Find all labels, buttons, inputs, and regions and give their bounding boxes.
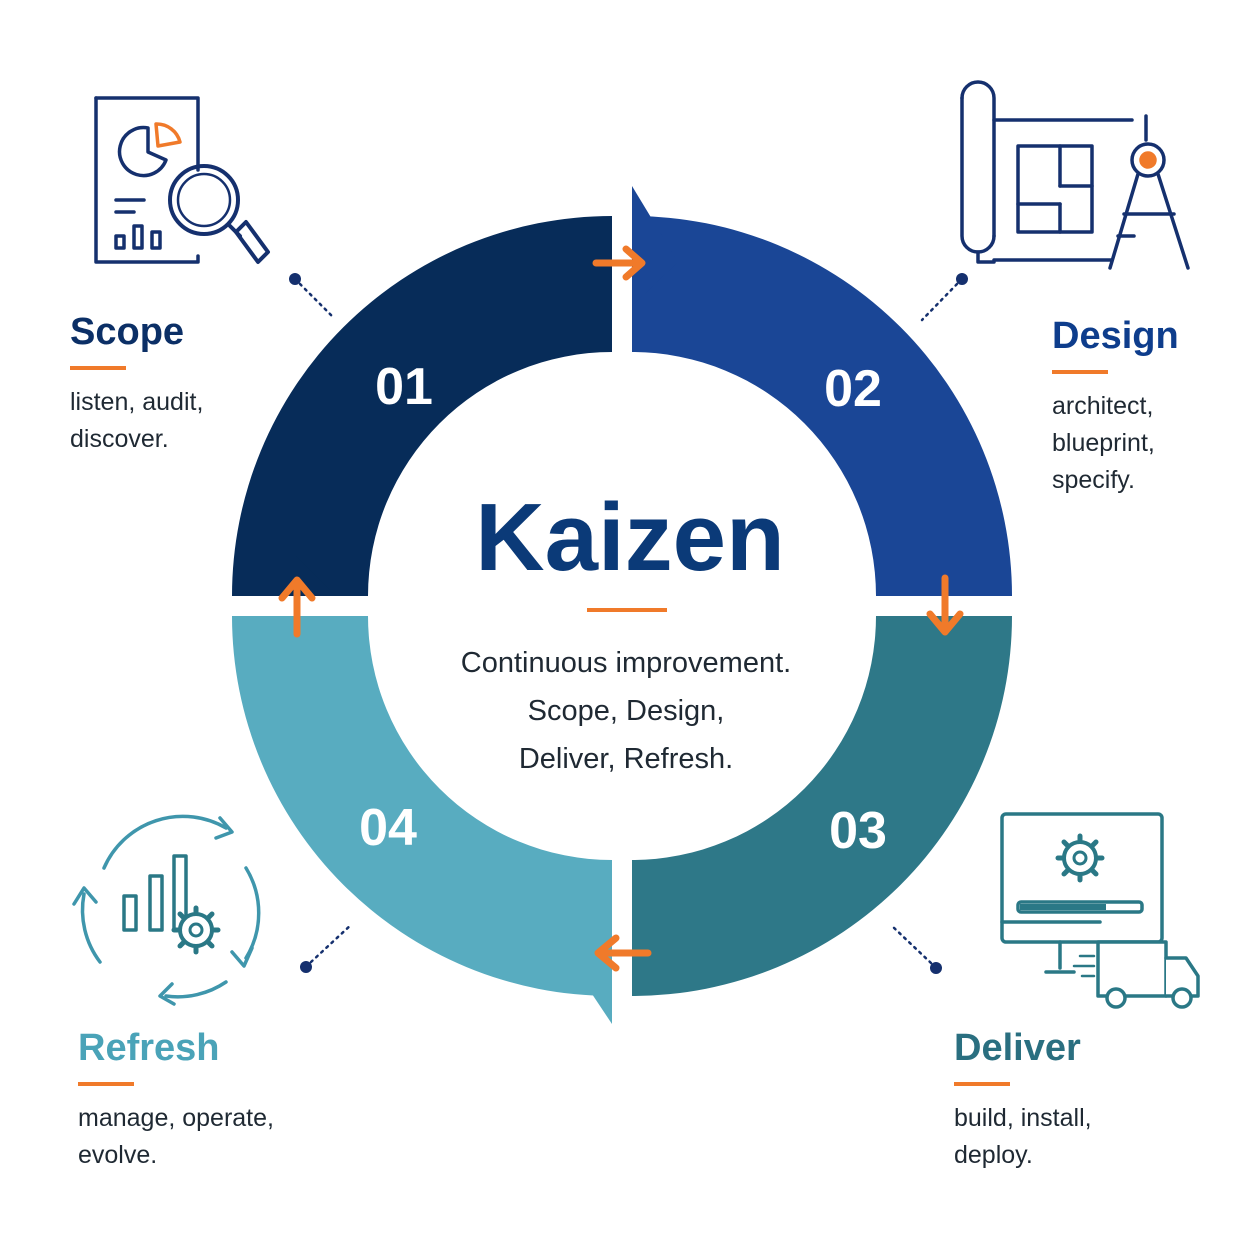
connector-design xyxy=(920,273,968,322)
phase-title-deliver: Deliver xyxy=(954,1027,1081,1069)
flow-arrow-down-icon xyxy=(926,574,964,636)
cycle-chart-gear-icon xyxy=(72,814,261,1006)
connector-refresh xyxy=(300,922,354,973)
flow-arrow-right-icon xyxy=(592,245,646,281)
ring-segment-01 xyxy=(232,216,612,596)
step-number-04: 04 xyxy=(359,799,417,857)
phase-scope: Scope listen, audit, discover. xyxy=(70,310,330,458)
center-subtitle-line-2: Scope, Design, xyxy=(528,695,725,727)
phase-rule-deliver xyxy=(954,1082,1010,1086)
step-number-03: 03 xyxy=(829,802,887,860)
flow-arrow-up-icon xyxy=(278,576,316,638)
phase-desc-refresh: manage, operate, evolve. xyxy=(78,1104,274,1169)
phase-desc-design: architect, blueprint, specify. xyxy=(1052,392,1155,494)
flow-arrow-left-icon xyxy=(594,934,652,972)
segment-notch-left xyxy=(254,556,336,596)
phase-title-refresh: Refresh xyxy=(78,1027,220,1069)
phase-deliver: Deliver build, install, deploy. xyxy=(954,1026,1214,1174)
center-divider xyxy=(587,608,667,612)
center-title: Kaizen xyxy=(475,484,784,591)
monitor-truck-icon xyxy=(1000,812,1200,1009)
ring-segment-03 xyxy=(632,616,1012,996)
phase-rule-scope xyxy=(70,366,126,370)
phase-title-design: Design xyxy=(1052,315,1179,357)
phase-desc-deliver: build, install, deploy. xyxy=(954,1104,1092,1169)
step-number-01: 01 xyxy=(375,358,433,416)
segment-notch-bottom xyxy=(568,900,612,1024)
report-magnifier-icon xyxy=(94,96,270,264)
center-subtitle-line-1: Continuous improvement. xyxy=(461,647,791,679)
segment-notch-top xyxy=(632,186,678,306)
segment-notch-right xyxy=(906,616,988,658)
phase-desc-scope: listen, audit, discover. xyxy=(70,388,204,453)
blueprint-compass-icon xyxy=(960,80,1190,270)
phase-design: Design architect, blueprint, specify. xyxy=(1052,314,1254,499)
connector-deliver xyxy=(890,924,942,974)
phase-rule-refresh xyxy=(78,1082,134,1086)
step-number-02: 02 xyxy=(824,360,882,418)
phase-rule-design xyxy=(1052,370,1108,374)
phase-refresh: Refresh manage, operate, evolve. xyxy=(78,1026,338,1174)
ring-segment-04 xyxy=(232,616,612,996)
ring-segment-02 xyxy=(632,216,1012,596)
phase-title-scope: Scope xyxy=(70,311,185,353)
center-subtitle-line-3: Deliver, Refresh. xyxy=(519,743,733,775)
connector-scope xyxy=(289,273,336,320)
